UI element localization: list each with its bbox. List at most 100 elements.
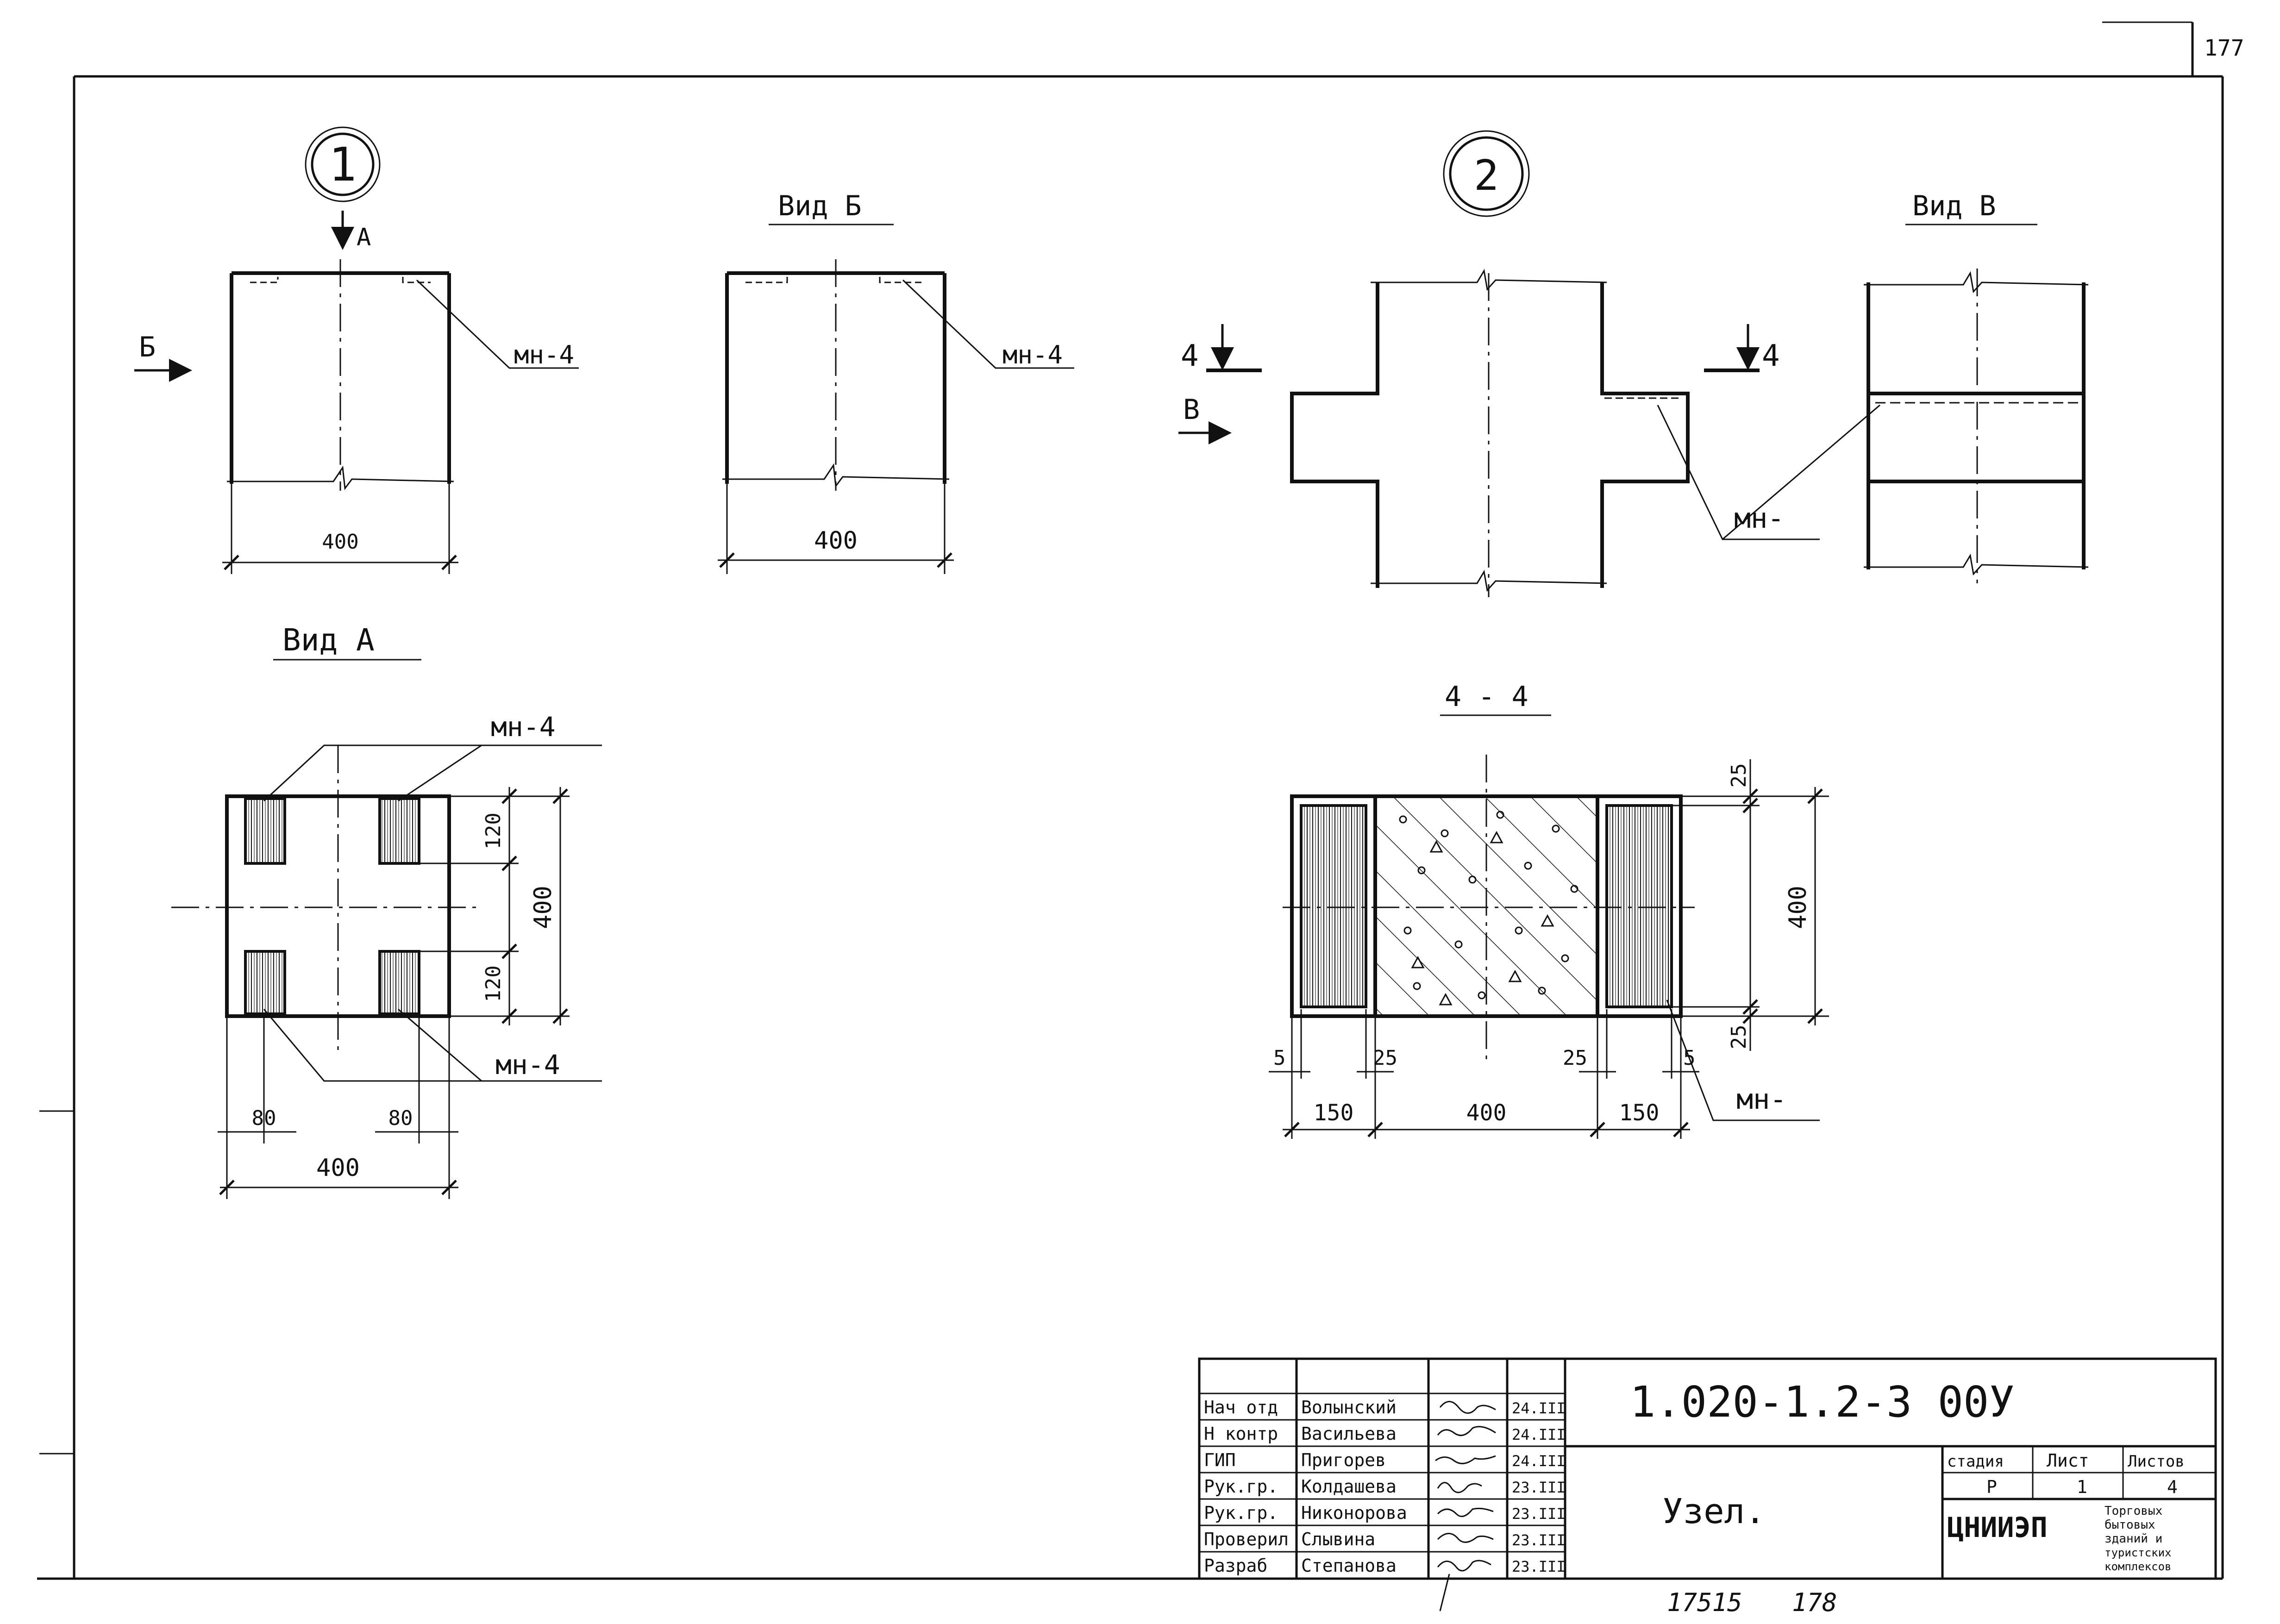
- section-dim-25-top: 25: [1727, 763, 1751, 788]
- row-role: Рук.гр.: [1204, 1476, 1278, 1497]
- section-dim-5-left: 5: [1273, 1046, 1286, 1070]
- organization-note-2: бытовых: [2105, 1518, 2155, 1532]
- title-block-row: ГИП Пригорев 24.III: [1204, 1450, 1566, 1470]
- node-1-number: 1: [329, 137, 357, 192]
- section-4-4-drawing: [1283, 755, 1695, 1060]
- section-vertical-dimensions: 25 400 25: [1672, 759, 1829, 1051]
- node-2-cross-plan: [1290, 269, 1690, 597]
- node-1-width-dimension: 400: [222, 484, 458, 574]
- section-callout: мн-: [1736, 1083, 1786, 1116]
- node-2-arrow-v-label: В: [1183, 394, 1200, 426]
- row-role: Н контр: [1204, 1424, 1278, 1444]
- embedded-plate: [244, 950, 286, 1015]
- handwritten-signature: [1437, 1426, 1496, 1437]
- section-dim-25-right: 25: [1563, 1046, 1587, 1070]
- node-2-callout: мн-: [1734, 502, 1784, 535]
- organization-note-4: туристских: [2105, 1546, 2172, 1559]
- row-date: 24.III: [1512, 1426, 1566, 1443]
- row-name: Волынский: [1301, 1397, 1397, 1418]
- section-dim-150-right: 150: [1619, 1100, 1660, 1126]
- view-b-title: Вид Б: [778, 190, 862, 222]
- organization-note-5: комплексов: [2105, 1560, 2172, 1573]
- view-a-horizontal-dimensions: 80 80 400: [218, 1014, 458, 1199]
- row-name: Никонорова: [1301, 1503, 1407, 1523]
- node-2-marker: 2: [1443, 130, 1530, 217]
- embedded-plate: [378, 950, 420, 1015]
- handwritten-signature: [1437, 1507, 1494, 1518]
- handwritten-signature: [1437, 1533, 1494, 1543]
- section-dim-400-vertical: 400: [1784, 886, 1812, 929]
- title-block-row: Рук.гр. Никонорова 23.III: [1204, 1503, 1566, 1523]
- organization-note-1: Торговых: [2105, 1504, 2162, 1518]
- view-a-dim-height: 400: [529, 886, 557, 929]
- title-block-row: Проверил Слывина 23.III: [1204, 1529, 1566, 1549]
- node-2-number: 2: [1474, 151, 1499, 200]
- row-role: ГИП: [1204, 1450, 1236, 1470]
- view-a-callout-top: мн-4: [491, 711, 556, 743]
- title-block-row: Н контр Васильева 24.III: [1204, 1424, 1566, 1444]
- embedded-plate: [244, 797, 286, 865]
- view-b-width-dimension: 400: [718, 484, 954, 574]
- embedded-plate: [378, 797, 420, 865]
- corner-sheet-number: 177: [2204, 35, 2244, 61]
- title-block-row: Нач отд Волынский 24.III: [1204, 1397, 1566, 1418]
- row-role: Рук.гр.: [1204, 1503, 1278, 1523]
- row-name: Васильева: [1301, 1424, 1397, 1444]
- section-4-4-title: 4 - 4: [1445, 681, 1528, 713]
- view-v-title: Вид В: [1912, 190, 1996, 222]
- node-1-width-dim-value: 400: [322, 530, 358, 554]
- title-block: [1198, 1357, 2217, 1580]
- sheet-frame: [37, 21, 2224, 1580]
- view-a-dim-left: 80: [252, 1106, 276, 1130]
- embedded-plate: [1605, 804, 1673, 1008]
- view-b-width-dim-value: 400: [814, 527, 858, 555]
- view-v-elevation: [1864, 269, 2089, 583]
- document-code: 1.020-1.2-3 00У: [1630, 1377, 2015, 1427]
- bottom-note-1: 17515: [1667, 1588, 1742, 1617]
- title-block-row: Рук.гр. Колдашева 23.III: [1204, 1476, 1566, 1497]
- row-date: 23.III: [1512, 1558, 1566, 1575]
- section-dim-25-left: 25: [1373, 1046, 1397, 1070]
- row-date: 23.III: [1512, 1531, 1566, 1549]
- row-role: Нач отд: [1204, 1397, 1278, 1418]
- section-dim-25-bottom: 25: [1727, 1025, 1751, 1049]
- section-4-right-label: 4: [1762, 339, 1780, 373]
- row-name: Пригорев: [1301, 1450, 1386, 1470]
- view-b-elevation: [722, 259, 950, 491]
- row-name: Колдашева: [1301, 1476, 1397, 1497]
- sheets-value: 4: [2167, 1477, 2178, 1497]
- handwritten-signature: [1437, 1482, 1482, 1493]
- section-4-left-label: 4: [1181, 339, 1199, 373]
- row-date: 23.III: [1512, 1479, 1566, 1496]
- row-role: Разраб: [1204, 1555, 1267, 1576]
- section-dim-5-right: 5: [1683, 1046, 1696, 1070]
- handwritten-signature: [1435, 1455, 1496, 1464]
- title-block-row: Разраб Степанова 23.III: [1204, 1555, 1566, 1612]
- row-date: 23.III: [1512, 1505, 1566, 1523]
- sheet-value: 1: [2077, 1477, 2087, 1497]
- handwritten-signature: [1437, 1560, 1491, 1612]
- node-1-arrow-a-label: А: [357, 224, 371, 251]
- section-4-marks: 4 4: [1181, 324, 1780, 373]
- view-a-plan: [171, 745, 482, 1051]
- node-1-elevation: [227, 259, 454, 491]
- bottom-note-2: 178: [1792, 1588, 1837, 1617]
- sheets-header: Листов: [2128, 1452, 2185, 1471]
- row-role: Проверил: [1204, 1529, 1289, 1549]
- row-name: Слывина: [1301, 1529, 1375, 1549]
- document-title: Узел.: [1662, 1492, 1766, 1531]
- section-dim-150-left: 150: [1314, 1100, 1354, 1126]
- stage-header: стадия: [1947, 1452, 2004, 1471]
- row-date: 24.III: [1512, 1399, 1566, 1417]
- sheet-header: Лист: [2047, 1450, 2089, 1471]
- section-dim-400: 400: [1466, 1100, 1507, 1126]
- handwritten-signature: [1439, 1401, 1496, 1414]
- view-b-callout: мн-4: [1002, 340, 1063, 369]
- node-1-callout: мн-4: [514, 340, 574, 369]
- view-a-dim-width: 400: [316, 1154, 360, 1182]
- view-a-dim-top: 120: [482, 812, 505, 849]
- view-a-vertical-dimensions: 120 120 400: [419, 787, 570, 1025]
- view-a-dim-bottom: 120: [482, 965, 505, 1002]
- embedded-plate: [1300, 804, 1367, 1008]
- organization-note-3: зданий и: [2105, 1532, 2162, 1546]
